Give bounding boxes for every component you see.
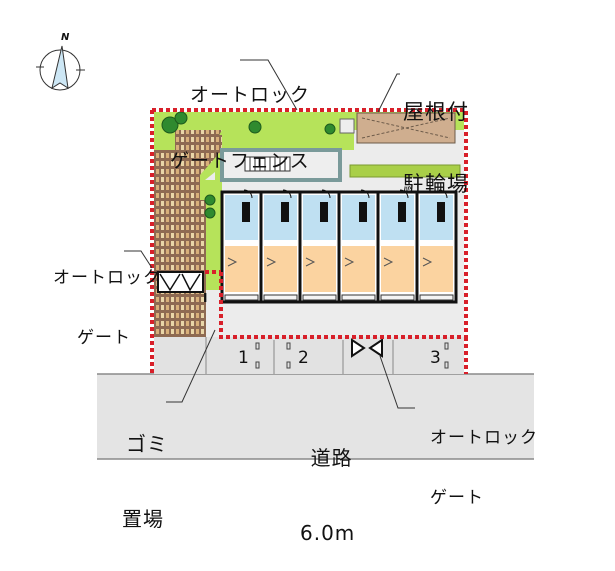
compass-north-label: N (61, 32, 71, 43)
units (220, 189, 458, 304)
fence-label: オートロック ゲートフェンス (170, 84, 311, 172)
leader-lines (124, 59, 415, 409)
bike-parking-label: 屋根付 駐輪場 (403, 100, 469, 196)
road (97, 373, 534, 460)
bike-parking (339, 112, 456, 144)
left-gate: I (157, 271, 207, 305)
site-plan-drawing: I (36, 45, 534, 460)
parking-space-3: 3 (430, 348, 442, 368)
trees (161, 111, 336, 219)
brick-walkway (154, 130, 222, 337)
road-label: 道路 6.0m (300, 446, 356, 545)
staircase (220, 148, 342, 182)
garbage-label: ゴミ 置場 (122, 432, 168, 531)
parking-space-1: 1 (238, 348, 250, 368)
parking-strip (154, 320, 464, 374)
left-gate-label: オートロック ゲート (53, 268, 161, 348)
bottom-gate-label: オートロック ゲート (430, 428, 538, 508)
svg-text:I: I (203, 291, 207, 305)
compass-icon (36, 45, 85, 91)
parking-space-2: 2 (298, 348, 310, 368)
gate-fence (150, 108, 468, 374)
